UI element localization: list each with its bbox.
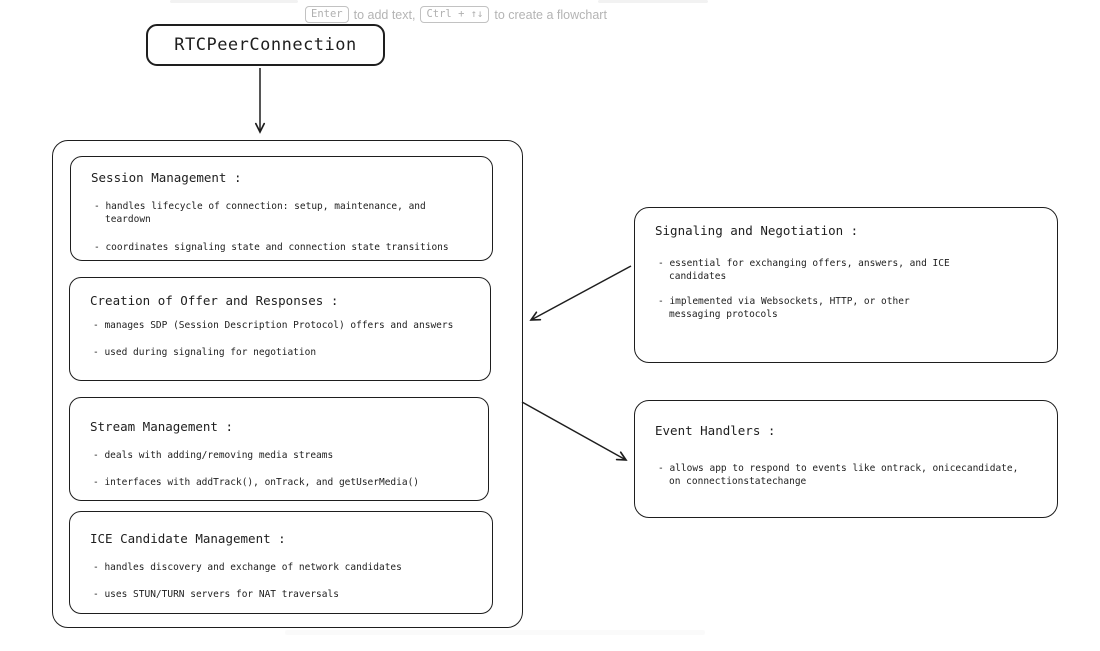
node-event-handlers[interactable]: Event Handlers : - allows app to respond… [634,400,1058,518]
bullet-item: - used during signaling for negotiation [93,347,317,359]
node-title: Signaling and Negotiation : [655,223,859,238]
node-title: Session Management : [91,170,242,185]
bullet-item: - handles lifecycle of connection: setup… [94,201,426,226]
editor-hint-bar: Enter to add text, Ctrl + ↑↓ to create a… [305,6,607,23]
bullet-item: - deals with adding/removing media strea… [93,450,334,461]
bullet-item: - allows app to respond to events like o… [658,463,1019,488]
bottom-edge-artifact [285,630,705,635]
top-edge-artifact [170,0,298,3]
node-rtcpeerconnection[interactable]: RTCPeerConnection [146,24,385,66]
node-container[interactable]: Session Management : - handles lifecycle… [52,140,523,628]
bullet-item: - uses STUN/TURN servers for NAT travers… [93,589,339,601]
node-signaling-negotiation[interactable]: Signaling and Negotiation : - essential … [634,207,1058,363]
arrow-container-to-event-handlers[interactable] [521,401,626,460]
arrow-signaling-to-container[interactable] [531,265,632,320]
node-title: Creation of Offer and Responses : [90,293,339,308]
bullet-item: - essential for exchanging offers, answe… [658,258,950,283]
node-stream-management[interactable]: Stream Management : - deals with adding/… [69,397,489,501]
bullet-item: - implemented via Websockets, HTTP, or o… [658,295,910,320]
bullet-item: - handles discovery and exchange of netw… [93,562,402,573]
node-ice-candidate-management[interactable]: ICE Candidate Management : - handles dis… [69,511,493,614]
node-offer-responses[interactable]: Creation of Offer and Responses : - mana… [69,277,491,381]
enter-key-cap: Enter [305,6,349,23]
bullet-item: - interfaces with addTrack(), onTrack, a… [93,477,420,489]
node-title: RTCPeerConnection [174,35,357,55]
bullet-item: - coordinates signaling state and connec… [94,241,449,253]
hint-text-add-text: to add text, [353,7,416,22]
bullet-item: - manages SDP (Session Description Proto… [93,320,454,331]
ctrl-arrows-key-cap: Ctrl + ↑↓ [420,6,490,23]
node-title: Event Handlers : [655,423,776,438]
node-title: ICE Candidate Management : [90,531,286,546]
top-edge-artifact [598,0,708,3]
hint-text-create-flowchart: to create a flowchart [494,7,607,22]
node-title: Stream Management : [90,419,233,434]
node-session-management[interactable]: Session Management : - handles lifecycle… [70,156,493,261]
